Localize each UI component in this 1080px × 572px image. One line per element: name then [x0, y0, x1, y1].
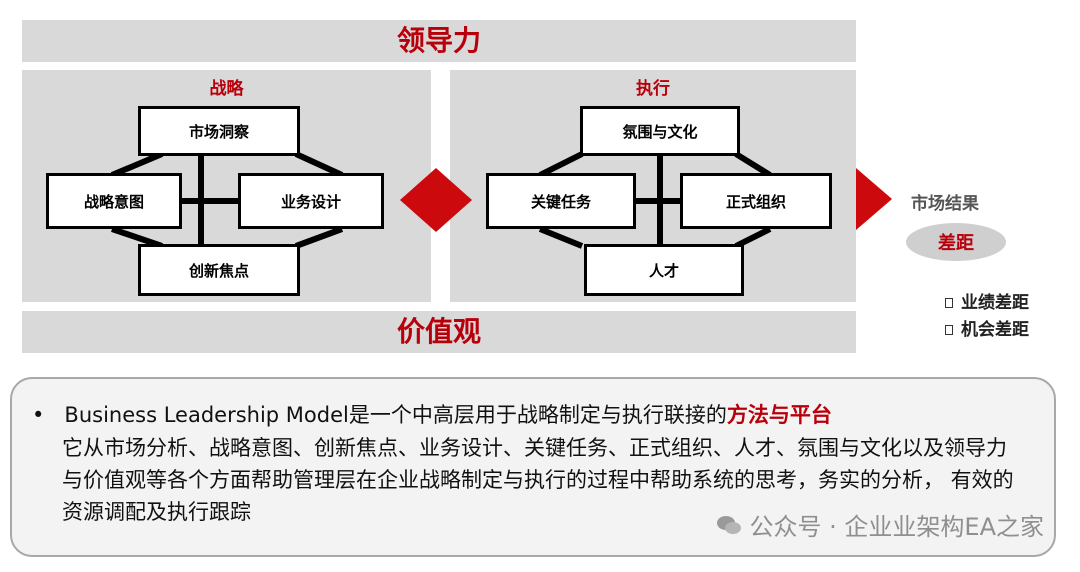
strategy-connectors — [110, 151, 344, 249]
gap-ellipse: 差距 — [906, 223, 1006, 261]
gap-item: 机会差距 — [945, 315, 1029, 340]
gap-item-label: 机会差距 — [961, 320, 1029, 340]
description-box: • Business Leadership Model是一个中高层用于战略制定与… — [10, 377, 1056, 557]
box-climate-culture: 氛围与文化 — [580, 106, 740, 156]
box-strategic-intent: 战略意图 — [46, 173, 182, 229]
watermark-text: 公众号 · 企业业架构EA之家 — [749, 513, 1044, 541]
box-innovation-focus: 创新焦点 — [138, 244, 300, 296]
watermark: 公众号 · 企业业架构EA之家 — [716, 507, 1044, 542]
description-body: 它从市场分析、战略意图、创新焦点、业务设计、关键任务、正式组织、人才、氛围与文化… — [62, 436, 1014, 524]
execution-connectors — [538, 151, 772, 249]
leadership-band: 领导力 — [22, 20, 856, 62]
description-lead-text: Business Leadership Model是一个中高层用于战略制定与执行… — [64, 403, 727, 427]
values-band: 价值观 — [22, 311, 856, 353]
box-business-design: 业务设计 — [238, 173, 384, 229]
square-bullet-icon — [945, 298, 953, 308]
box-critical-tasks: 关键任务 — [486, 173, 636, 229]
description-highlight: 方法与平台 — [726, 403, 832, 427]
square-bullet-icon — [945, 325, 953, 335]
bullet-dot: • — [32, 403, 45, 427]
box-talent: 人才 — [584, 244, 744, 296]
execution-title: 执行 — [636, 79, 670, 99]
gap-item-label: 业绩差距 — [961, 293, 1029, 313]
box-market-insight: 市场洞察 — [138, 106, 300, 156]
wechat-icon — [716, 515, 741, 534]
red-diamond-connector — [400, 168, 472, 232]
description-lead: • Business Leadership Model是一个中高层用于战略制定与… — [32, 399, 832, 429]
result-arrow-icon — [856, 168, 892, 230]
box-formal-org: 正式组织 — [680, 173, 832, 229]
market-result-label: 市场结果 — [911, 194, 979, 214]
gap-item: 业绩差距 — [945, 288, 1029, 313]
strategy-panel: 战略 市场洞察 战略意图 业务设计 创新焦点 — [22, 70, 431, 302]
strategy-title: 战略 — [209, 79, 244, 99]
execution-panel: 执行 氛围与文化 关键任务 正式组织 人才 — [450, 70, 856, 302]
